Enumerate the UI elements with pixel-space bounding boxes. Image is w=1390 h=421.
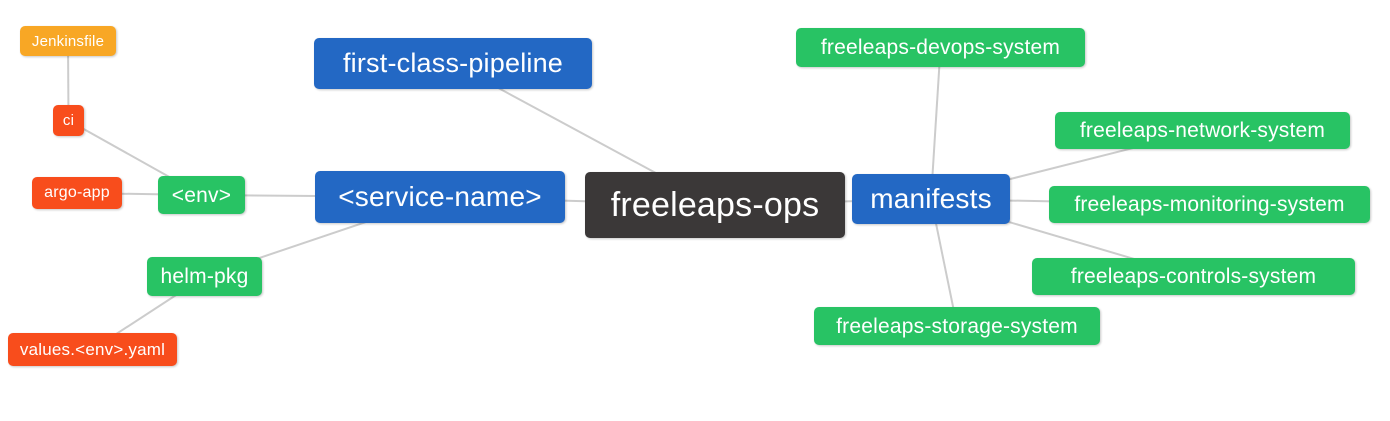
node-helm-pkg[interactable]: helm-pkg	[147, 257, 262, 296]
node-ci[interactable]: ci	[53, 105, 84, 136]
node-service-name[interactable]: <service-name>	[315, 171, 565, 223]
edge-manifests-freeleaps-devops-system	[930, 47, 942, 200]
node-jenkinsfile[interactable]: Jenkinsfile	[20, 26, 116, 56]
node-manifests[interactable]: manifests	[852, 174, 1010, 224]
node-freeleaps-monitoring-system[interactable]: freeleaps-monitoring-system	[1049, 186, 1370, 223]
node-first-class-pipeline[interactable]: first-class-pipeline	[314, 38, 592, 89]
node-freeleaps-devops-system[interactable]: freeleaps-devops-system	[796, 28, 1085, 67]
node-argo-app[interactable]: argo-app	[32, 177, 122, 209]
node-freeleaps-storage-system[interactable]: freeleaps-storage-system	[814, 307, 1100, 345]
node-freeleaps-controls-system[interactable]: freeleaps-controls-system	[1032, 258, 1355, 295]
node-freeleaps-ops[interactable]: freeleaps-ops	[585, 172, 845, 238]
node-values-env-yaml[interactable]: values.<env>.yaml	[8, 333, 177, 366]
node-env[interactable]: <env>	[158, 176, 245, 214]
node-freeleaps-network-system[interactable]: freeleaps-network-system	[1055, 112, 1350, 149]
